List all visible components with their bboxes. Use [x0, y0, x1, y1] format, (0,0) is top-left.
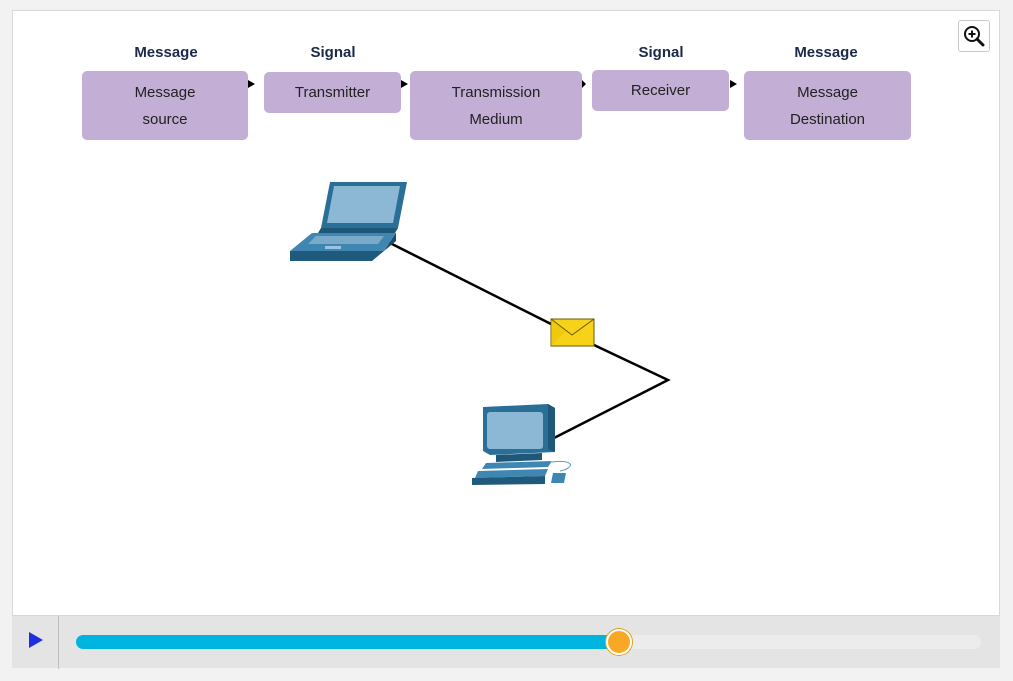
flow-arrow	[248, 80, 255, 88]
progress-thumb[interactable]	[606, 629, 632, 655]
zoom-in-icon	[964, 26, 985, 47]
divider	[58, 616, 59, 669]
label-message-destination: Message	[794, 44, 858, 61]
stage-text: Transmitter	[294, 84, 371, 101]
play-button[interactable]	[26, 630, 46, 650]
label-transmitter-signal: Signal	[310, 44, 356, 61]
progress-track[interactable]	[76, 629, 981, 655]
stage-message-destination: Message Destination	[744, 71, 911, 140]
envelope-icon	[550, 318, 595, 347]
label-message-source: Message	[134, 44, 198, 61]
label-receiver-signal: Signal	[638, 44, 684, 61]
stage-text: Destination	[789, 110, 866, 128]
stage-text: Transmission	[451, 83, 541, 101]
network-scene	[290, 182, 671, 485]
stage-text: Message	[797, 83, 858, 101]
stage-transmission-medium: Transmission Medium	[410, 71, 582, 140]
flow-arrow	[401, 80, 408, 88]
stage-text: source	[142, 110, 188, 128]
stage-text: Medium	[469, 110, 523, 128]
stage-text: Receiver	[630, 82, 691, 99]
stage-text: Message	[134, 83, 196, 101]
playback-bar	[12, 615, 1000, 669]
flow-arrow	[582, 80, 586, 88]
stage-message-source: Message source	[82, 71, 248, 140]
desktop-computer-icon	[472, 404, 571, 485]
stage-transmitter: Transmitter	[264, 72, 401, 113]
zoom-in-button[interactable]	[958, 20, 990, 52]
flow-arrow	[730, 80, 737, 88]
laptop-icon	[290, 182, 407, 261]
play-icon	[29, 632, 43, 648]
progress-fill	[76, 635, 619, 649]
stage-receiver: Receiver	[592, 70, 729, 111]
